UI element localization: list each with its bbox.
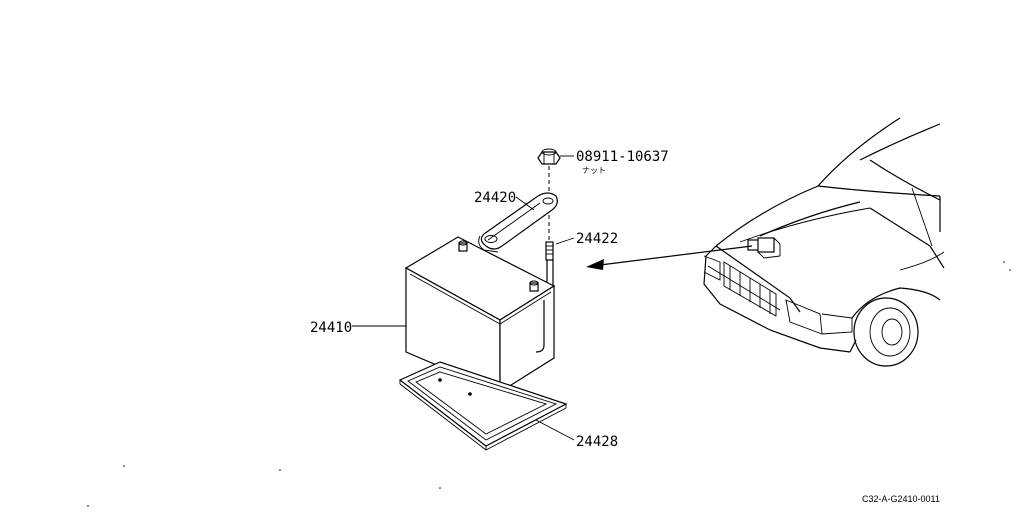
car-drawing xyxy=(703,117,945,367)
nut-part-name: ナット xyxy=(582,166,606,175)
leader-rod xyxy=(555,237,575,245)
clamp-part-number: 24420 xyxy=(474,190,516,206)
scan-specks xyxy=(87,261,1011,507)
leader-tray xyxy=(535,419,575,441)
nut-part-number: 08911-10637 xyxy=(576,149,669,165)
battery-drawing xyxy=(404,236,556,394)
rod-part-number: 24422 xyxy=(576,231,618,247)
diagram-code: C32-A-G2410-0011 xyxy=(862,494,940,504)
location-arrow xyxy=(586,245,753,270)
tray-part-number: 24428 xyxy=(576,434,618,450)
nut-drawing xyxy=(537,148,561,165)
battery-part-number: 24410 xyxy=(310,320,352,336)
leader-clamp xyxy=(515,196,535,211)
